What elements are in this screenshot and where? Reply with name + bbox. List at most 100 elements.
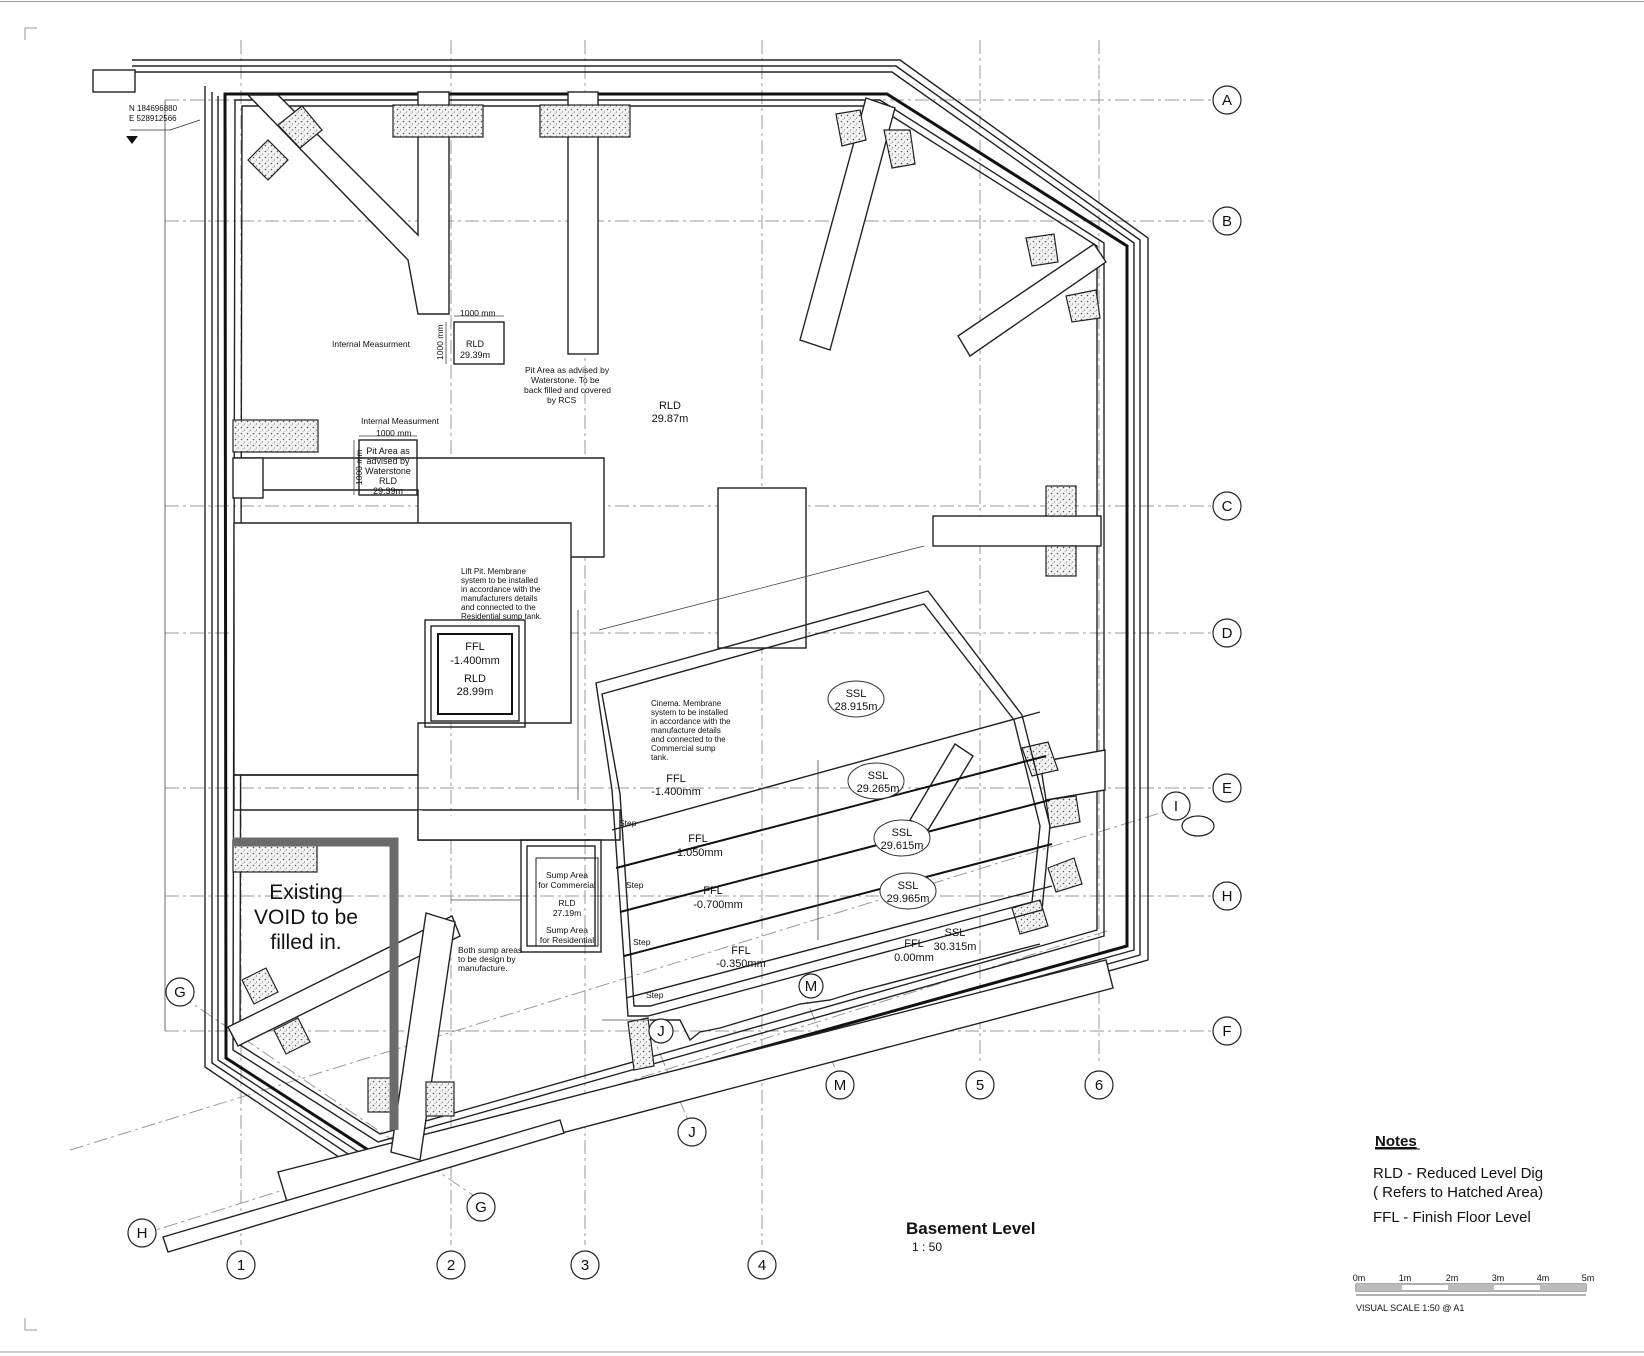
dimension-lines — [164, 100, 925, 1031]
cinema-note-5: and connected to the — [651, 735, 726, 744]
footing-strip-lower — [162, 1119, 565, 1253]
grid-label-m-top: M — [805, 978, 818, 995]
coordinate-east: E 528912566 — [129, 114, 177, 123]
lift-note-6: Residential sump tank. — [461, 612, 542, 621]
hatched-pads — [232, 104, 1101, 1117]
dim-1000-a: 1000 mm — [460, 308, 495, 318]
sump-line4: 27.19m — [553, 908, 581, 918]
both-sump-1: Both sump areas — [458, 945, 522, 955]
ssl-5-value: 30.315m — [934, 941, 977, 953]
ssl-5: SSL — [945, 927, 966, 939]
lift-rld: RLD — [464, 673, 486, 685]
step-2: Step — [626, 880, 644, 890]
scale-caption: VISUAL SCALE 1:50 @ A1 — [1356, 1303, 1464, 1313]
ffl-2-value: -1.050mm — [673, 847, 723, 859]
cinema-note-4: manufacture details — [651, 726, 721, 735]
sump-line6: for Residential — [540, 935, 594, 945]
notes-line1: RLD - Reduced Level Dig — [1373, 1165, 1543, 1182]
grid-label-i: I — [1174, 798, 1178, 815]
ffl-4: FFL — [731, 945, 751, 957]
drawing-title: Basement Level — [906, 1219, 1035, 1238]
cinema-note-1: Cinema. Membrane — [651, 699, 722, 708]
sump-line1: Sump Area — [546, 870, 588, 880]
scale-tick-5: 5m — [1582, 1273, 1595, 1283]
ffl-2: FFL — [688, 833, 708, 845]
coordinate-north: N 184696880 — [129, 104, 178, 113]
lift-note-3: in accordance with the — [461, 585, 541, 594]
grid-label-g-bottom: G — [475, 1199, 487, 1216]
dim-1000-c: 1000 mm — [376, 428, 411, 438]
grid-label-4: 4 — [758, 1257, 766, 1274]
pit-a-rld-value: 29.39m — [460, 350, 490, 360]
scale-bar: 0m 1m 2m 3m 4m 5m VISUAL SCALE 1:50 @ A1 — [1353, 1273, 1595, 1313]
cinema-area — [595, 590, 1053, 1042]
pit-b-line1: Pit Area as — [366, 446, 410, 456]
void-line1: Existing — [269, 881, 343, 904]
scale-tick-3: 3m — [1492, 1273, 1505, 1283]
scale-tick-4: 4m — [1537, 1273, 1550, 1283]
internal-measurement-label-a: Internal Measurment — [332, 339, 411, 349]
grid-label-3: 3 — [581, 1257, 589, 1274]
cinema-note-2: system to be installed — [651, 708, 728, 717]
ssl-1-value: 28.915m — [835, 701, 878, 713]
sump-box-outer — [520, 839, 602, 953]
grid-label-h: H — [1222, 888, 1233, 905]
ffl-1: FFL — [666, 773, 686, 785]
pit-note-4: by RCS — [547, 395, 577, 405]
scale-tick-2: 2m — [1446, 1273, 1459, 1283]
notes-line2: ( Refers to Hatched Area) — [1373, 1184, 1543, 1201]
outer-walls — [92, 59, 1149, 1179]
ffl-1-value: -1.400mm — [651, 786, 701, 798]
ffl-5: FFL — [904, 938, 924, 950]
scale-tick-0: 0m — [1353, 1273, 1366, 1283]
pit-b-line2: advised by — [366, 456, 410, 466]
both-sump-2: to be design by — [458, 954, 516, 964]
lift-pit — [424, 619, 526, 728]
grid-label-b: B — [1222, 213, 1232, 230]
void-line3: filled in. — [270, 931, 341, 954]
both-sump-3: manufacture. — [458, 963, 508, 973]
existing-void-outline — [233, 837, 399, 1130]
void-line2: VOID to be — [254, 906, 358, 929]
grid-label-2: 2 — [447, 1257, 455, 1274]
ssl-1: SSL — [846, 688, 867, 700]
pit-b-line5: 29.39m — [373, 486, 403, 496]
lift-note-2: system to be installed — [461, 576, 538, 585]
ffl-3-value: -0.700mm — [693, 899, 743, 911]
grid-label-h-left: H — [137, 1225, 148, 1242]
ssl-2: SSL — [868, 770, 889, 782]
grid-label-a: A — [1222, 92, 1232, 109]
lift-ffl-value: -1.400mm — [450, 655, 500, 667]
pit-note-1: Pit Area as advised by — [525, 365, 610, 375]
ssl-3-value: 29.615m — [881, 840, 924, 852]
lift-ffl: FFL — [465, 641, 485, 653]
sump-line2: for Commercial — [538, 880, 596, 890]
pit-note-3: back filled and covered — [524, 385, 611, 395]
lift-note-1: Lift Pit. Membrane — [461, 567, 526, 576]
grid-label-j-top: J — [657, 1023, 665, 1040]
step-4: Step — [646, 990, 664, 1000]
grid-label-5: 5 — [976, 1077, 984, 1094]
grid-label-j-bottom: J — [688, 1124, 696, 1141]
pit-a-rld: RLD — [466, 339, 485, 349]
cinema-note-6: Commercial sump — [651, 744, 716, 753]
pit-box-b — [358, 439, 418, 496]
pit-b-line4: RLD — [379, 476, 398, 486]
grid-label-e: E — [1222, 780, 1232, 797]
grid-label-6: 6 — [1095, 1077, 1103, 1094]
ssl-3: SSL — [892, 827, 913, 839]
grid-label-c: C — [1222, 498, 1233, 515]
cinema-note-7: tank. — [651, 753, 668, 762]
internal-measurement-label-b: Internal Measurment — [361, 416, 440, 426]
ssl-4-value: 29.965m — [887, 893, 930, 905]
sump-line3: RLD — [558, 898, 575, 908]
pit-b-line3: Waterstone — [365, 466, 411, 476]
ssl-clouds — [827, 680, 937, 910]
cinema-note-3: in accordance with the — [651, 717, 731, 726]
lift-note-4: manufacturers details — [461, 594, 537, 603]
pit-box-a — [453, 321, 505, 365]
step-1: Step — [619, 818, 637, 828]
sump-line5: Sump Area — [546, 925, 588, 935]
ssl-2-value: 29.265m — [857, 783, 900, 795]
